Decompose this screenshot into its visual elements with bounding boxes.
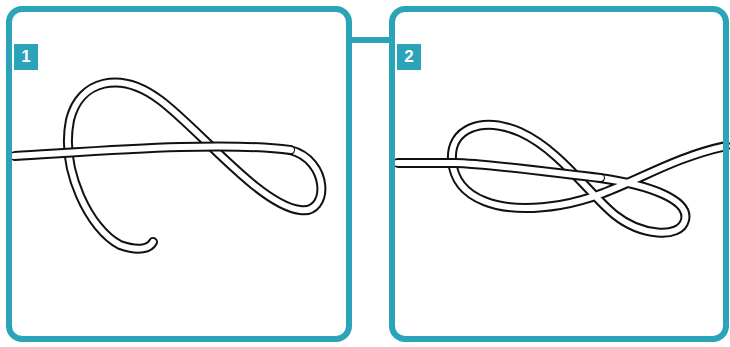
rope-outline [68, 83, 321, 249]
rope-fill [68, 83, 321, 249]
step-number: 2 [397, 44, 421, 70]
step-panel: 1 [6, 6, 352, 342]
step-panel: 2 [389, 6, 729, 342]
rope-fill [397, 163, 601, 178]
rope-outline [398, 163, 600, 178]
rope-fill [14, 146, 291, 156]
connector-line [349, 37, 392, 43]
rope-outline [15, 146, 290, 156]
panel-connector [349, 40, 392, 41]
step-number: 1 [14, 44, 38, 70]
